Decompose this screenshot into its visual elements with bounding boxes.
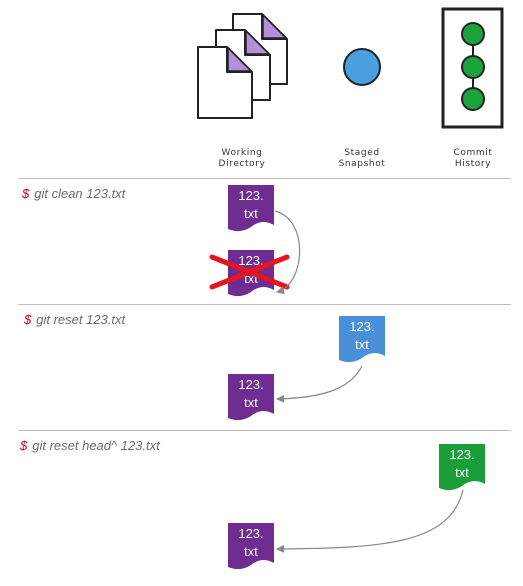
documents-fold-accents [227, 13, 288, 72]
file-label: 123. txt [228, 376, 274, 412]
command-text: git reset 123.txt [36, 312, 126, 327]
command-git-reset: $ git reset 123.txt [24, 312, 125, 327]
file-ext-line: txt [244, 544, 258, 559]
file-ext-line: txt [244, 206, 258, 221]
file-shape [339, 316, 385, 363]
file-ext-line: txt [455, 465, 469, 480]
staged-snapshot-label: Staged Snapshot [338, 148, 386, 169]
divider [18, 178, 511, 179]
command-text: git reset head^ 123.txt [32, 438, 160, 453]
header-icons [197, 7, 504, 129]
staged-snapshot-icon [343, 48, 381, 86]
file-label: 123. txt [339, 318, 385, 354]
file-name-line: 123. [238, 526, 264, 541]
divider [18, 304, 511, 305]
file-name-line: 123. [238, 253, 264, 268]
file-ext-line: txt [244, 271, 258, 286]
file-label: 123. txt [439, 446, 485, 482]
file-name-line: 123. [449, 447, 475, 462]
file-123-txt-committed: 123. txt [439, 444, 485, 492]
file-ext-line: txt [355, 337, 369, 352]
commit-dot-icon [461, 55, 485, 79]
commit-history-icon [441, 7, 504, 129]
divider [18, 430, 511, 431]
file-shape [228, 374, 274, 421]
prompt-symbol: $ [22, 186, 30, 201]
file-label: 123. txt [228, 187, 274, 223]
commit-dot-icon [461, 87, 485, 111]
working-directory-label: Working Directory [218, 148, 266, 169]
arrow-reset [276, 365, 363, 403]
file-shape [228, 185, 274, 232]
command-text: git clean 123.txt [34, 186, 126, 201]
file-123-txt: 123. txt [228, 185, 274, 233]
file-name-line: 123. [349, 319, 375, 334]
file-123-txt: 123. txt [228, 374, 274, 422]
file-label: 123. txt [228, 252, 274, 288]
command-git-reset-head: $ git reset head^ 123.txt [20, 438, 160, 453]
commit-dot-icon [461, 22, 485, 46]
file-ext-line: txt [244, 395, 258, 410]
file-label: 123. txt [228, 525, 274, 561]
arrow-reset-head [276, 489, 464, 553]
file-123-txt-deleted: 123. txt [228, 250, 274, 298]
file-name-line: 123. [238, 188, 264, 203]
command-git-clean: $ git clean 123.txt [22, 186, 125, 201]
prompt-symbol: $ [20, 438, 28, 453]
file-name-line: 123. [238, 377, 264, 392]
commit-history-label: Commit History [453, 148, 493, 169]
file-shape [439, 444, 485, 491]
file-123-txt: 123. txt [228, 523, 274, 571]
file-shape [228, 523, 274, 570]
file-123-txt-staged: 123. txt [339, 316, 385, 364]
prompt-symbol: $ [24, 312, 32, 327]
arrow-clean [274, 210, 301, 295]
